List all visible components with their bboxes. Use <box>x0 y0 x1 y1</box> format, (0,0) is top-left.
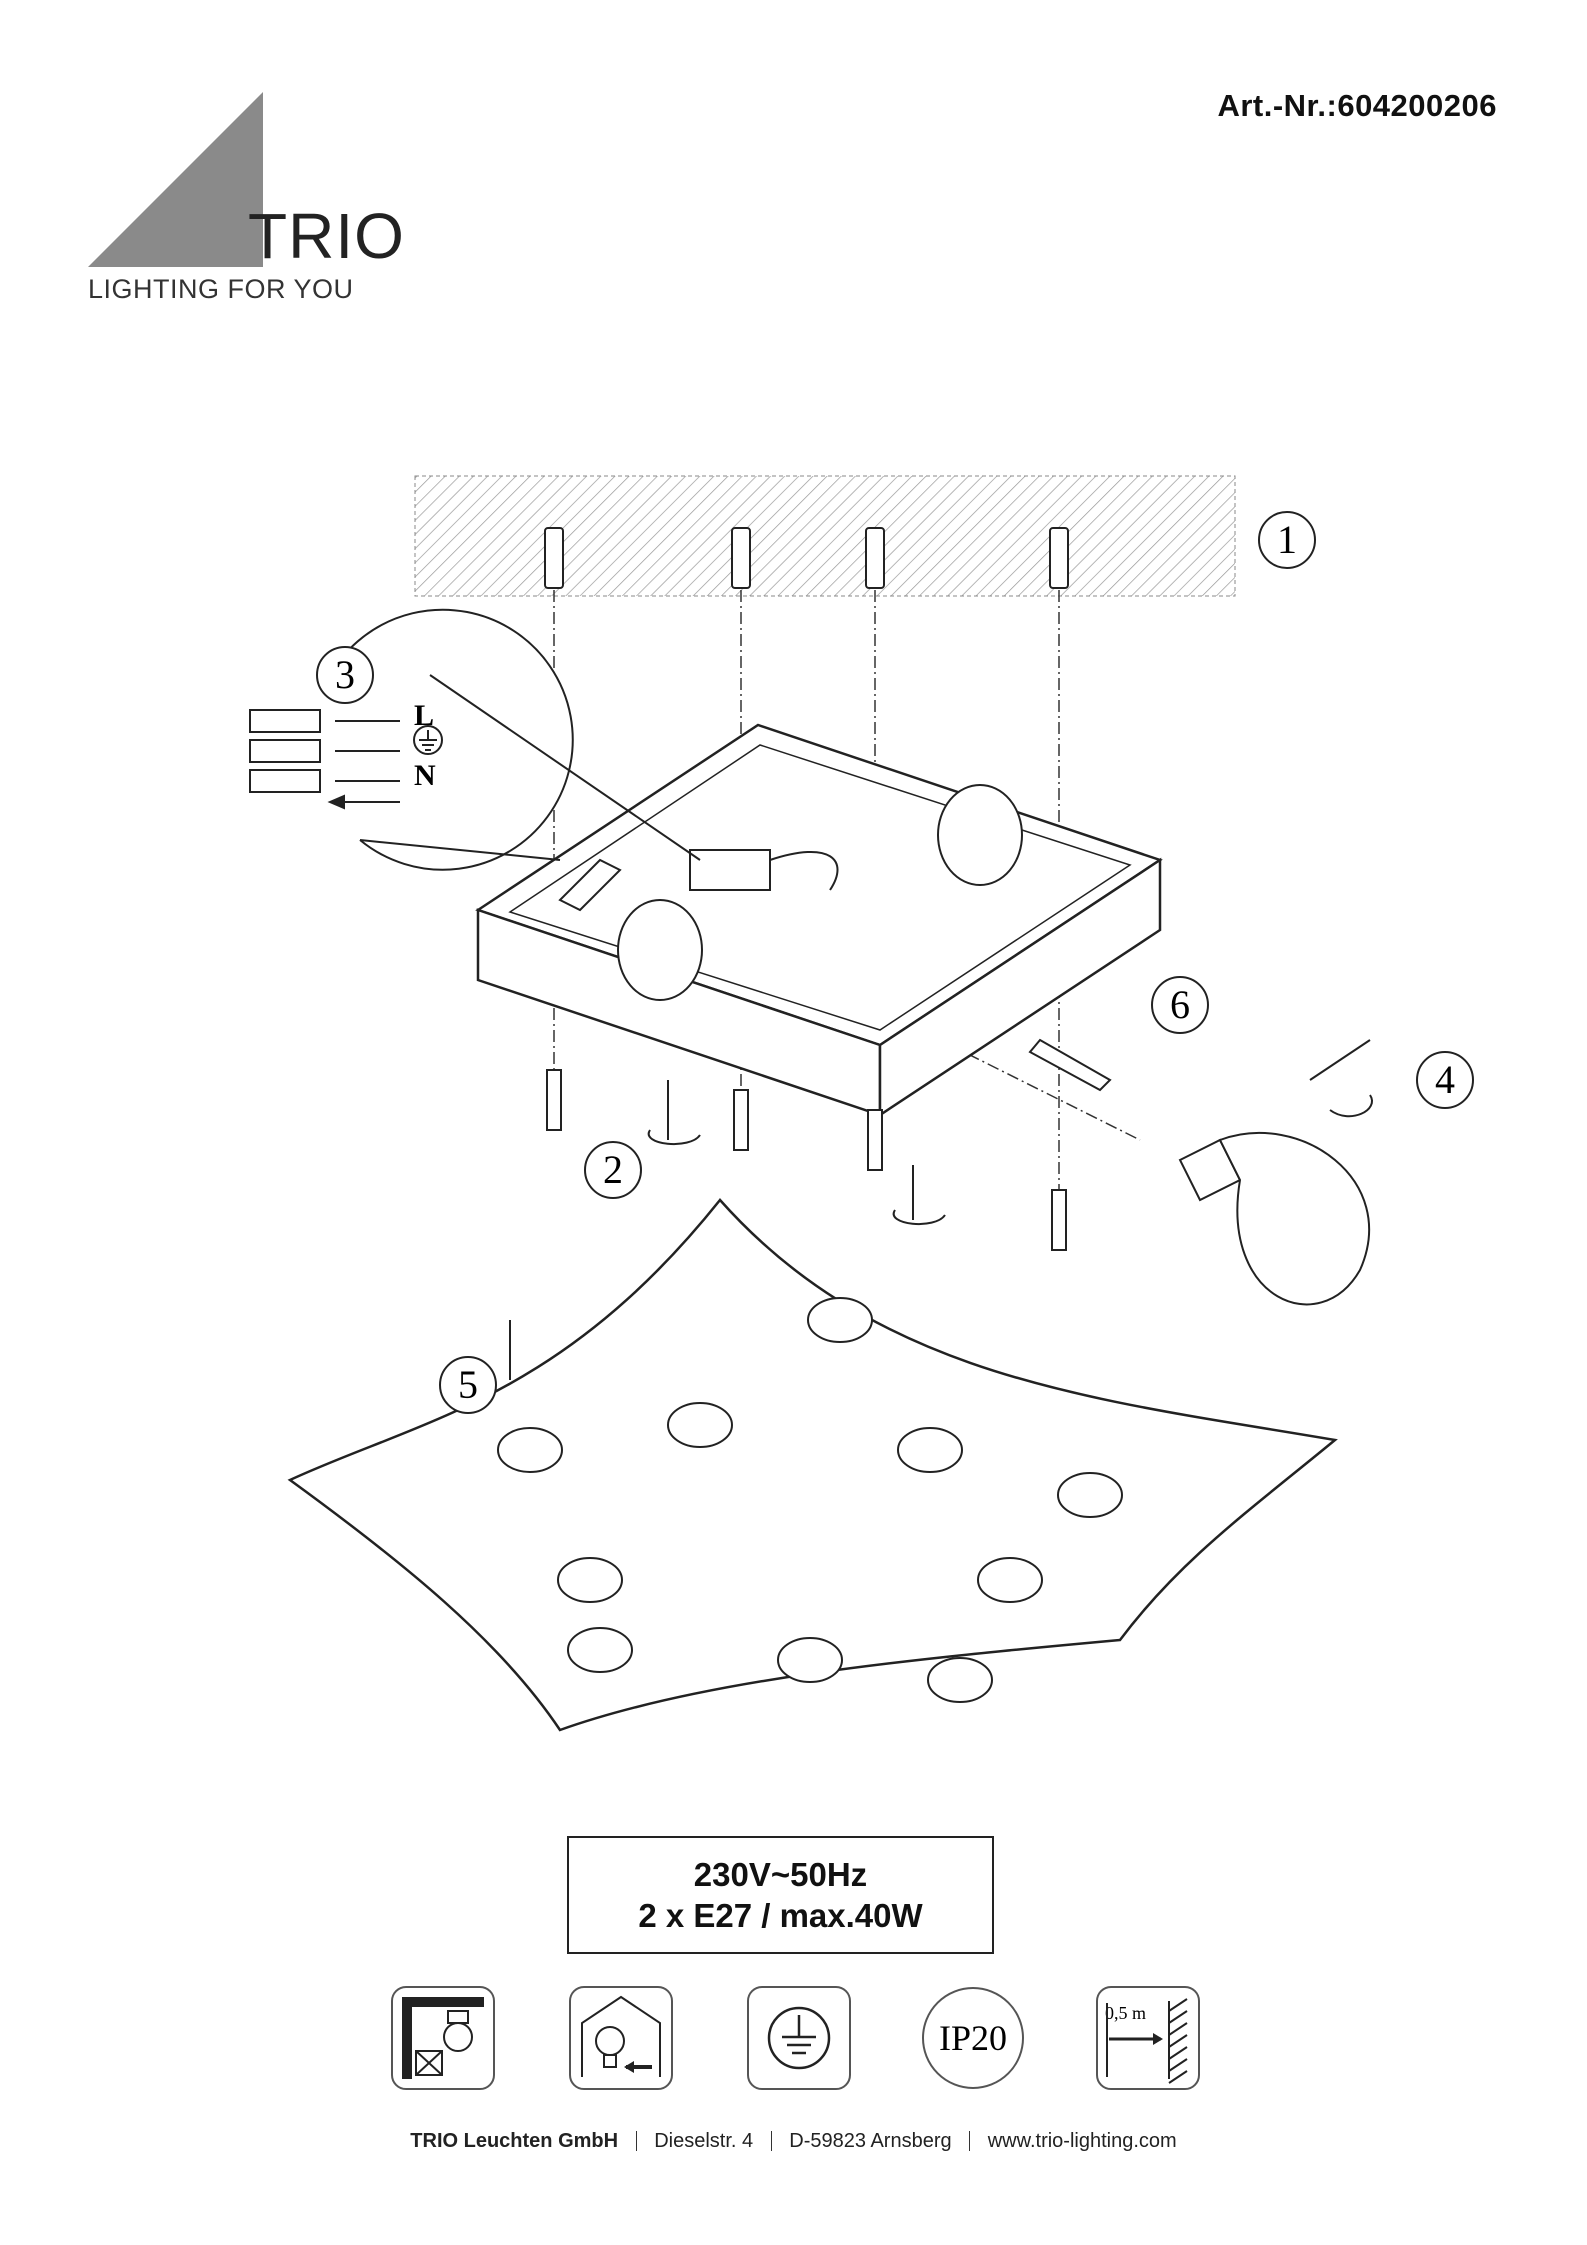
ip20-icon: IP20 <box>920 1985 1026 2091</box>
ip20-label: IP20 <box>939 2018 1007 2058</box>
step-2-label: 2 <box>603 1147 623 1192</box>
footer-company: TRIO Leuchten GmbH <box>410 2130 618 2152</box>
spec-box: 230V~50Hz 2 x E27 / max.40W <box>567 1836 994 1954</box>
spec-bulbs: 2 x E27 / max.40W <box>638 1895 922 1936</box>
footer-website[interactable]: www.trio-lighting.com <box>988 2130 1177 2152</box>
step-6-label: 6 <box>1170 982 1190 1027</box>
step-5-label: 5 <box>458 1362 478 1407</box>
min-distance-label: 0,5 m <box>1105 2003 1146 2023</box>
not-for-insulated-ceiling-icon <box>390 1985 496 2091</box>
brand-tagline: LIGHTING FOR YOU <box>88 276 354 303</box>
step-3-label: 3 <box>335 652 355 697</box>
earth-symbol-icon <box>414 726 442 754</box>
bulb-arrow <box>1310 1040 1372 1116</box>
footer-separator <box>771 2131 772 2151</box>
step-1-label: 1 <box>1277 517 1297 562</box>
ceiling <box>415 476 1235 596</box>
indoor-use-only-icon <box>568 1985 674 2091</box>
wire-neutral-label: N <box>414 759 436 792</box>
brand-name: TRIO <box>248 204 405 268</box>
footer-separator <box>636 2131 637 2151</box>
light-bulb <box>1180 1133 1369 1304</box>
article-number: Art.-Nr.:604200206 <box>1217 88 1497 124</box>
step-4-label: 4 <box>1435 1057 1455 1102</box>
footer: TRIO Leuchten GmbH Dieselstr. 4 D-59823 … <box>0 2130 1587 2153</box>
assembly-diagram: L N <box>0 440 1587 1760</box>
footer-street: Dieselstr. 4 <box>654 2130 753 2152</box>
footer-city: D-59823 Arnsberg <box>789 2130 951 2152</box>
footer-separator <box>969 2131 970 2151</box>
trio-logo-triangle <box>88 92 268 267</box>
protection-class-1-earth-icon <box>746 1985 852 2091</box>
min-distance-icon: 0,5 m <box>1095 1985 1201 2091</box>
spec-voltage: 230V~50Hz <box>694 1854 867 1895</box>
